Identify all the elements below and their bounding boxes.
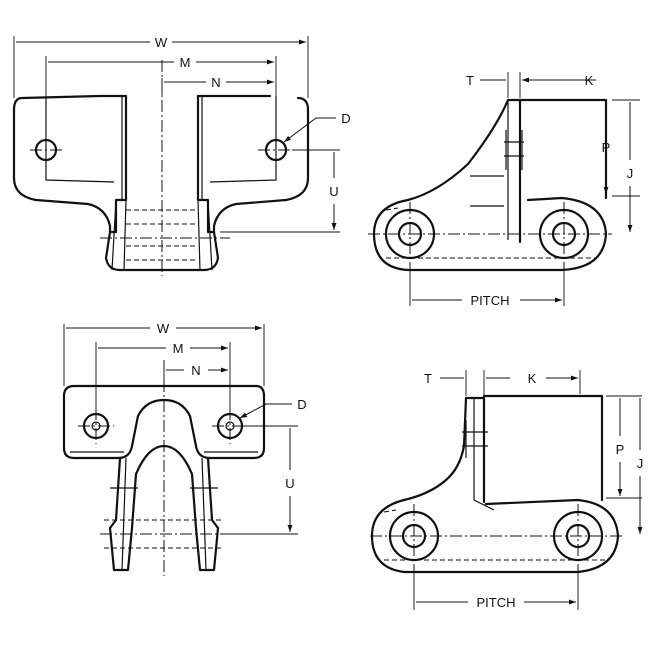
view-front-top: W M N D U <box>12 35 351 276</box>
label-w-bottom: W <box>157 321 170 336</box>
side-bottom-block <box>482 394 604 502</box>
label-pitch-bottom: PITCH <box>477 595 516 610</box>
label-m-top: M <box>180 55 191 70</box>
front-top-plate-outline <box>12 94 310 234</box>
label-j-top: J <box>627 166 634 181</box>
label-t-top: T <box>466 73 474 88</box>
label-p-bottom: P <box>616 442 625 457</box>
label-w-top: W <box>155 35 168 50</box>
label-m-bottom: M <box>173 341 184 356</box>
label-u-top: U <box>329 184 338 199</box>
label-k-top: K <box>585 73 594 88</box>
label-d-bottom: D <box>297 397 306 412</box>
label-t-bottom: T <box>424 371 432 386</box>
side-bottom-arm <box>402 396 486 504</box>
label-n-bottom: N <box>191 363 200 378</box>
label-u-bottom: U <box>285 476 294 491</box>
side-top-arm <box>406 98 522 244</box>
side-top-link-plate <box>372 196 608 272</box>
side-top-face <box>518 98 608 200</box>
label-n-top: N <box>211 75 220 90</box>
label-j-bottom: J <box>637 456 644 471</box>
leader-d-top <box>283 117 336 143</box>
label-k-bottom: K <box>528 371 537 386</box>
view-side-top: T K P J PITCH <box>368 72 640 308</box>
label-p-top: P <box>602 140 611 155</box>
label-pitch-top: PITCH <box>471 293 510 308</box>
view-side-bottom: T K P J PITCH <box>370 370 643 610</box>
label-d-top: D <box>341 111 350 126</box>
view-front-bottom: W M N D U <box>62 321 307 576</box>
